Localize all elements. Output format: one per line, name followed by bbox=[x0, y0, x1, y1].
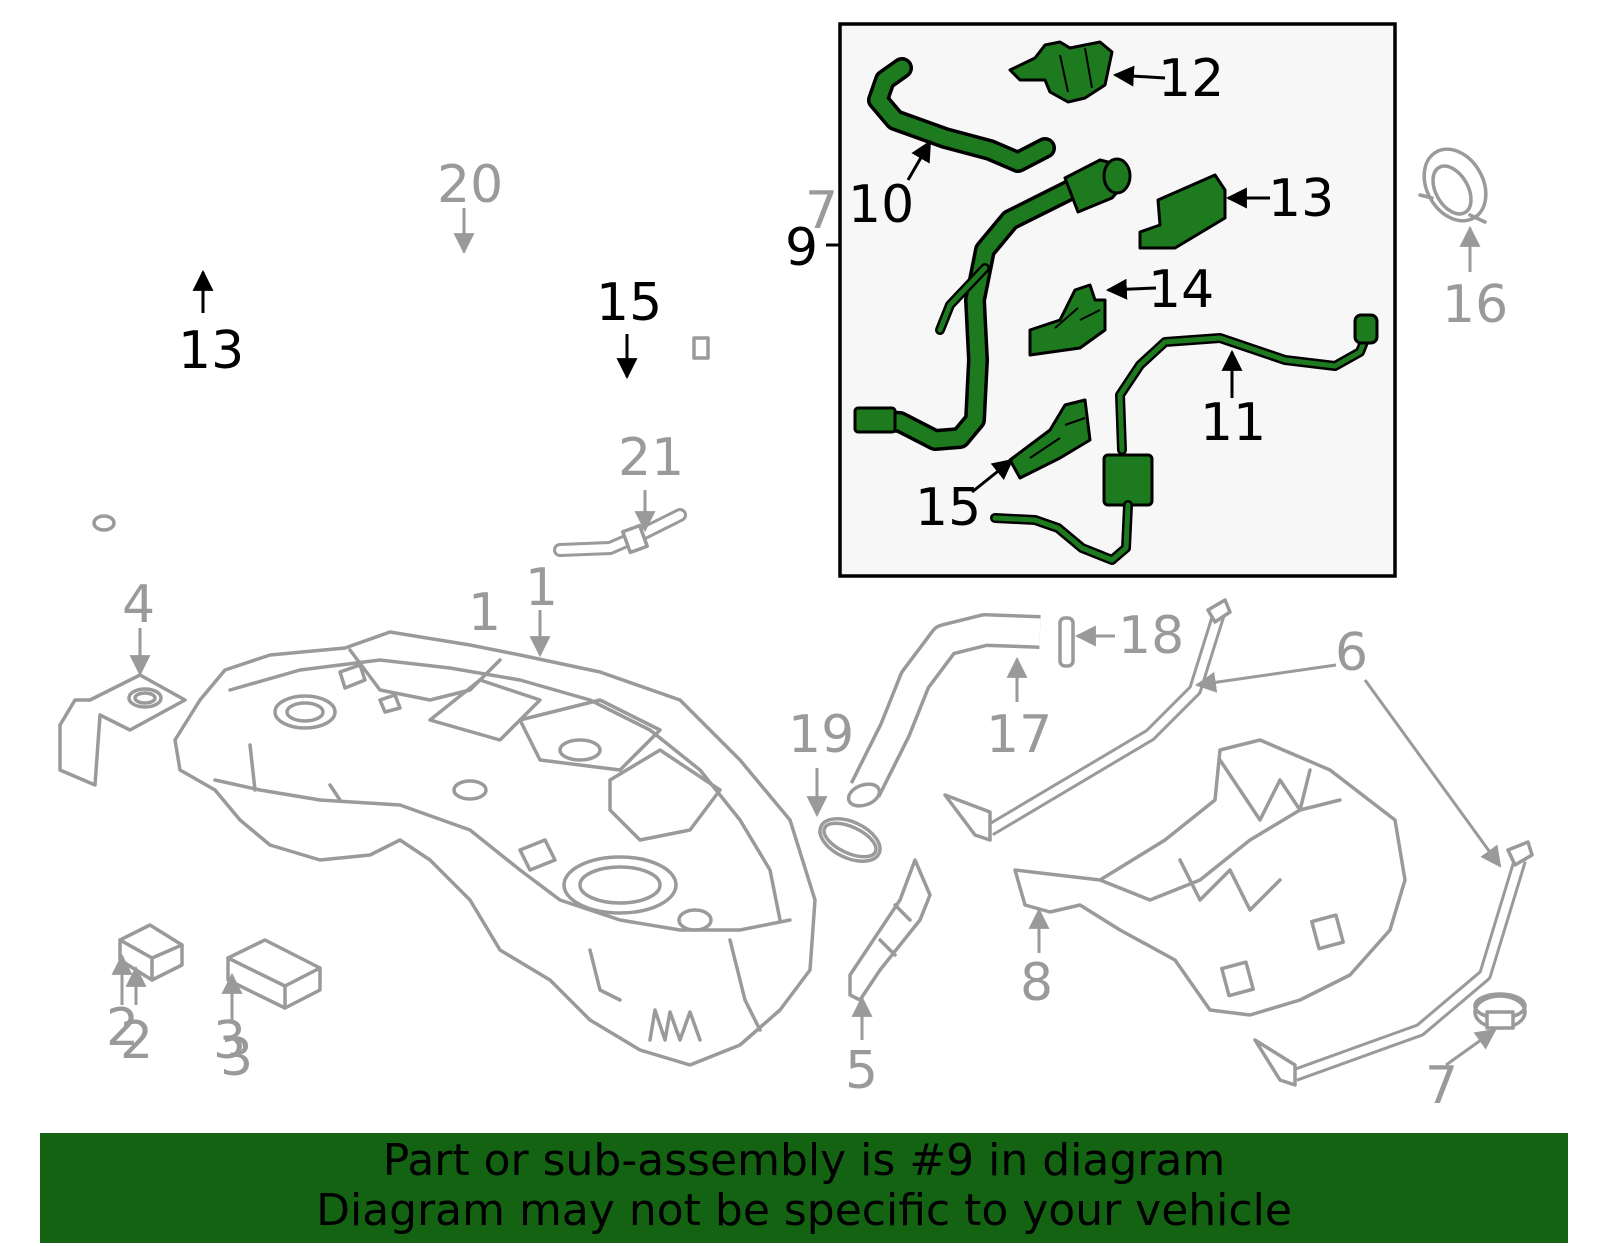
vent-pipe-part bbox=[553, 508, 687, 557]
callout-7a: 7 bbox=[1425, 1056, 1458, 1116]
callout-15b: 15 bbox=[915, 478, 981, 538]
insulator-pad-small-part bbox=[118, 923, 184, 982]
callout-4: 4 bbox=[122, 575, 155, 635]
insulator-pad-part bbox=[226, 938, 322, 1010]
callout-15a: 15 bbox=[596, 273, 662, 333]
filler-neck-assembly-part bbox=[853, 157, 1132, 451]
banner-line-1: Part or sub-assembly is #9 in diagram bbox=[382, 1135, 1226, 1186]
filler-hose-part bbox=[846, 613, 1041, 808]
callout-10: 10 bbox=[848, 175, 914, 235]
heat-shield-part bbox=[1013, 738, 1407, 1017]
callout-3a: 3 bbox=[213, 1011, 246, 1071]
cover-part bbox=[1138, 173, 1227, 250]
vapor-line-part bbox=[990, 313, 1379, 565]
callout-2a: 2 bbox=[106, 998, 139, 1058]
callout-19: 19 bbox=[788, 705, 854, 765]
banner-line-2: Diagram may not be specific to your vehi… bbox=[316, 1185, 1292, 1236]
callout-11: 11 bbox=[1200, 393, 1266, 453]
grommet-part bbox=[1473, 992, 1527, 1030]
gray-leader-lines bbox=[111, 208, 1502, 1067]
tank-strap-part bbox=[943, 598, 1534, 1087]
inset-assembly-9 bbox=[826, 22, 1397, 578]
callout-9: 9 bbox=[785, 218, 818, 278]
filler-tube-part bbox=[92, 251, 710, 532]
heat-shield-small-part bbox=[848, 858, 932, 1002]
callout-1b: 1 bbox=[525, 558, 558, 618]
seal-ring-part bbox=[1058, 616, 1075, 668]
callout-1a: 1 bbox=[468, 583, 501, 643]
callout-7b: 7 bbox=[805, 181, 838, 241]
callout-20: 20 bbox=[437, 155, 503, 215]
callout-6: 6 bbox=[1335, 623, 1368, 683]
callout-5: 5 bbox=[845, 1041, 878, 1101]
callout-8: 8 bbox=[1020, 953, 1053, 1013]
vapor-hose-part bbox=[867, 57, 1056, 173]
notice-banner: Part or sub-assembly is #9 in diagram Di… bbox=[40, 1133, 1568, 1243]
check-valve-part bbox=[1008, 40, 1114, 104]
filler-cap-part bbox=[1418, 147, 1488, 224]
fuel-tank-part bbox=[173, 630, 817, 1067]
tank-bracket-part bbox=[58, 673, 187, 787]
callout-3b: 3 bbox=[220, 1028, 253, 1088]
callout-14: 14 bbox=[1148, 260, 1214, 320]
callout-13b: 13 bbox=[1268, 169, 1334, 229]
callout-21: 21 bbox=[618, 428, 684, 488]
canister-bracket-part bbox=[1008, 398, 1092, 480]
callout-16: 16 bbox=[1442, 275, 1508, 335]
callout-2b: 2 bbox=[120, 1011, 153, 1071]
callout-18: 18 bbox=[1118, 606, 1184, 666]
hose-clamp-part bbox=[818, 817, 882, 863]
callout-17: 17 bbox=[986, 705, 1052, 765]
callout-12: 12 bbox=[1158, 49, 1224, 109]
callout-13a: 13 bbox=[178, 321, 244, 381]
callout-labels: 20 21 1 1 4 2 2 3 3 5 6 7 7 8 16 17 18 1… bbox=[106, 49, 1508, 1116]
mount-bracket-part bbox=[1028, 283, 1107, 357]
